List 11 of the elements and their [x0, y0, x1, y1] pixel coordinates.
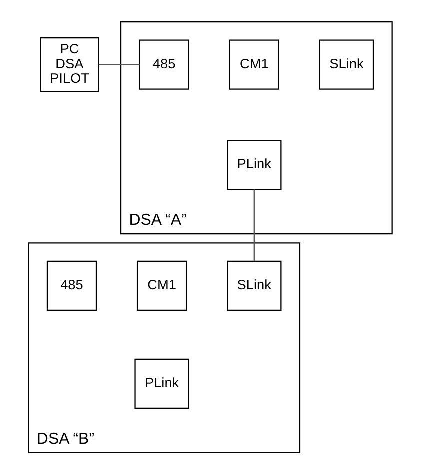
node-box: CM1	[136, 260, 188, 312]
node-box: 485	[46, 260, 98, 312]
connector	[254, 190, 255, 262]
connector	[98, 64, 140, 66]
node-box: SLink	[319, 40, 374, 90]
node-box: PC DSA PILOT	[40, 37, 100, 92]
node-box: CM1	[229, 40, 280, 90]
node-box: SLink	[227, 260, 282, 312]
node-box: PLink	[227, 140, 282, 190]
node-box: 485	[139, 40, 190, 90]
node-box: PLink	[134, 358, 190, 410]
